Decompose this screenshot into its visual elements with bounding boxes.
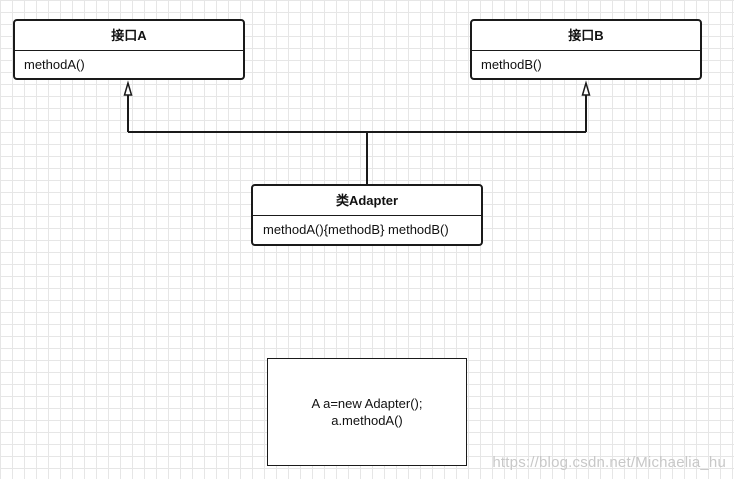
code-line-2: a.methodA() bbox=[331, 413, 403, 428]
code-note-box[interactable]: A a=new Adapter(); a.methodA() bbox=[267, 358, 467, 466]
watermark-text: https://blog.csdn.net/Michaelia_hu bbox=[492, 454, 726, 471]
interface-b-title: 接口B bbox=[472, 21, 700, 51]
adapter-class-title: 类Adapter bbox=[253, 186, 481, 216]
interface-a-box[interactable]: 接口A methodA() bbox=[13, 19, 245, 80]
adapter-class-box[interactable]: 类Adapter methodA(){methodB} methodB() bbox=[251, 184, 483, 246]
interface-a-title: 接口A bbox=[15, 21, 243, 51]
hollow-arrowhead-a-icon bbox=[123, 80, 133, 96]
interface-b-box[interactable]: 接口B methodB() bbox=[470, 19, 702, 80]
interface-b-method: methodB() bbox=[481, 57, 542, 72]
code-line-1: A a=new Adapter(); bbox=[311, 396, 423, 411]
interface-a-method: methodA() bbox=[24, 57, 85, 72]
hollow-arrowhead-b-icon bbox=[581, 80, 591, 96]
adapter-class-method: methodA(){methodB} methodB() bbox=[263, 222, 449, 237]
